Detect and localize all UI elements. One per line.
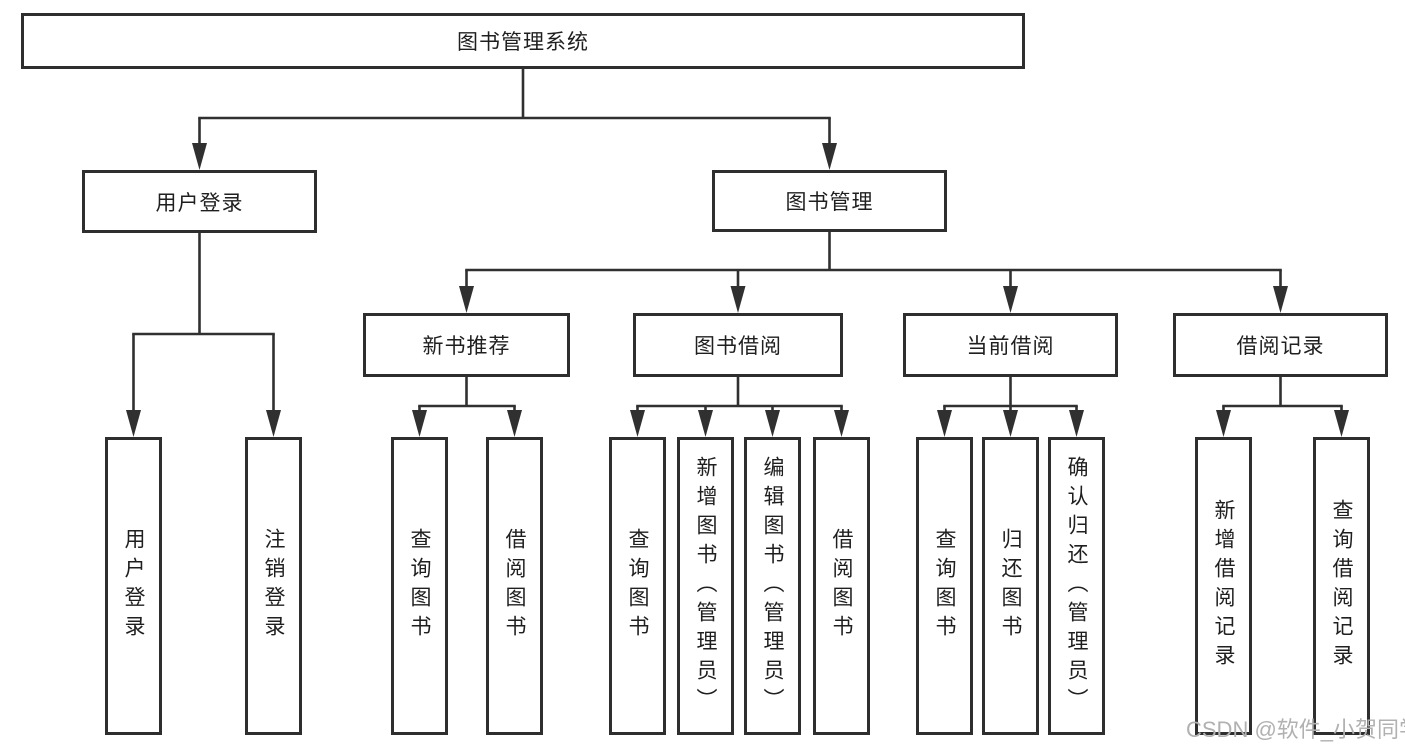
node-root-label: 图书管理系统: [457, 31, 589, 54]
leaf-query-books-3: 查询图书: [916, 437, 973, 735]
leaf-user-login: 用户登录: [105, 437, 162, 735]
leaf-return-books-label: 归还图书: [999, 528, 1022, 644]
connector-branch-3: [412, 377, 522, 437]
node-borrow-records: 借阅记录: [1173, 313, 1388, 377]
leaf-borrow-books-1-label: 借阅图书: [503, 528, 526, 644]
leaf-edit-books-admin-label: 编辑图书（管理员）: [761, 455, 784, 717]
node-root: 图书管理系统: [21, 13, 1025, 69]
leaf-query-borrow-record-label: 查询借阅记录: [1330, 499, 1353, 673]
node-book-borrow-label: 图书借阅: [694, 335, 782, 358]
node-user-login-label: 用户登录: [155, 191, 244, 215]
leaf-add-books-admin: 新增图书（管理员）: [677, 437, 734, 735]
connector-branch-6: [1216, 377, 1349, 437]
leaf-confirm-return-admin: 确认归还（管理员）: [1048, 437, 1105, 735]
csdn-watermark: CSDN @软件_小贺同学: [1186, 717, 1405, 742]
leaf-edit-books-admin: 编辑图书（管理员）: [744, 437, 801, 735]
leaf-query-books-2: 查询图书: [609, 437, 666, 735]
node-current-borrow: 当前借阅: [903, 313, 1118, 377]
leaf-query-borrow-record: 查询借阅记录: [1313, 437, 1370, 735]
leaf-query-books-1-label: 查询图书: [408, 528, 431, 644]
leaf-query-books-2-label: 查询图书: [626, 528, 649, 644]
leaf-logout-label: 注销登录: [262, 528, 285, 644]
leaf-add-books-admin-label: 新增图书（管理员）: [694, 455, 717, 717]
leaf-query-books-1: 查询图书: [391, 437, 448, 735]
node-book-management-label: 图书管理: [785, 191, 874, 214]
node-borrow-records-label: 借阅记录: [1236, 335, 1325, 358]
connector-branch-2: [459, 232, 1288, 313]
leaf-return-books: 归还图书: [982, 437, 1039, 735]
connector-branch-1: [126, 233, 281, 437]
leaf-confirm-return-admin-label: 确认归还（管理员）: [1065, 455, 1088, 717]
leaf-user-login-label: 用户登录: [122, 528, 145, 644]
leaf-query-books-3-label: 查询图书: [933, 528, 956, 644]
connector-branch-0: [192, 69, 837, 170]
node-user-login: 用户登录: [82, 170, 317, 233]
leaf-logout: 注销登录: [245, 437, 302, 735]
node-book-management: 图书管理: [712, 170, 947, 232]
node-book-borrow: 图书借阅: [633, 313, 843, 377]
node-current-borrow-label: 当前借阅: [966, 335, 1055, 358]
leaf-add-borrow-record: 新增借阅记录: [1195, 437, 1252, 735]
leaf-borrow-books-2: 借阅图书: [813, 437, 870, 735]
connector-branch-4: [630, 377, 849, 437]
node-new-book-recommend-label: 新书推荐: [422, 335, 511, 358]
connector-branch-5: [937, 377, 1084, 437]
leaf-borrow-books-1: 借阅图书: [486, 437, 543, 735]
node-new-book-recommend: 新书推荐: [363, 313, 570, 377]
leaf-borrow-books-2-label: 借阅图书: [830, 528, 853, 644]
leaf-add-borrow-record-label: 新增借阅记录: [1212, 499, 1235, 673]
